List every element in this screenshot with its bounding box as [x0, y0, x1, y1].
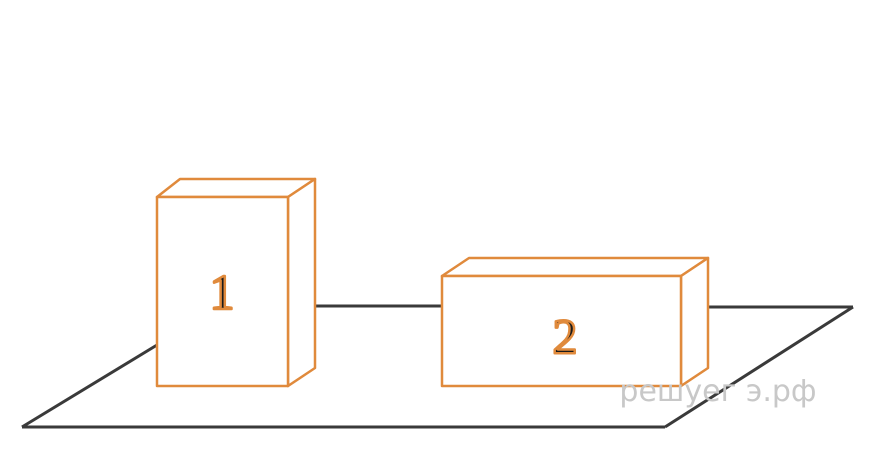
block-2-front-face — [440, 274, 683, 388]
surface-left-edge — [21, 343, 158, 429]
block-2-top-face — [440, 256, 710, 278]
surface-right-edge — [664, 305, 854, 429]
block-2-side-face — [679, 256, 710, 388]
watermark-text: решуег э.рф — [619, 374, 816, 409]
block-2: 2 — [440, 256, 710, 388]
horizontal-surface — [21, 305, 854, 429]
block-1-front-face — [155, 195, 290, 388]
block-1-side-face — [286, 177, 317, 388]
block-1-label: 1 — [210, 264, 235, 320]
block-2-label: 2 — [553, 308, 578, 364]
block-1: 1 — [155, 177, 317, 388]
